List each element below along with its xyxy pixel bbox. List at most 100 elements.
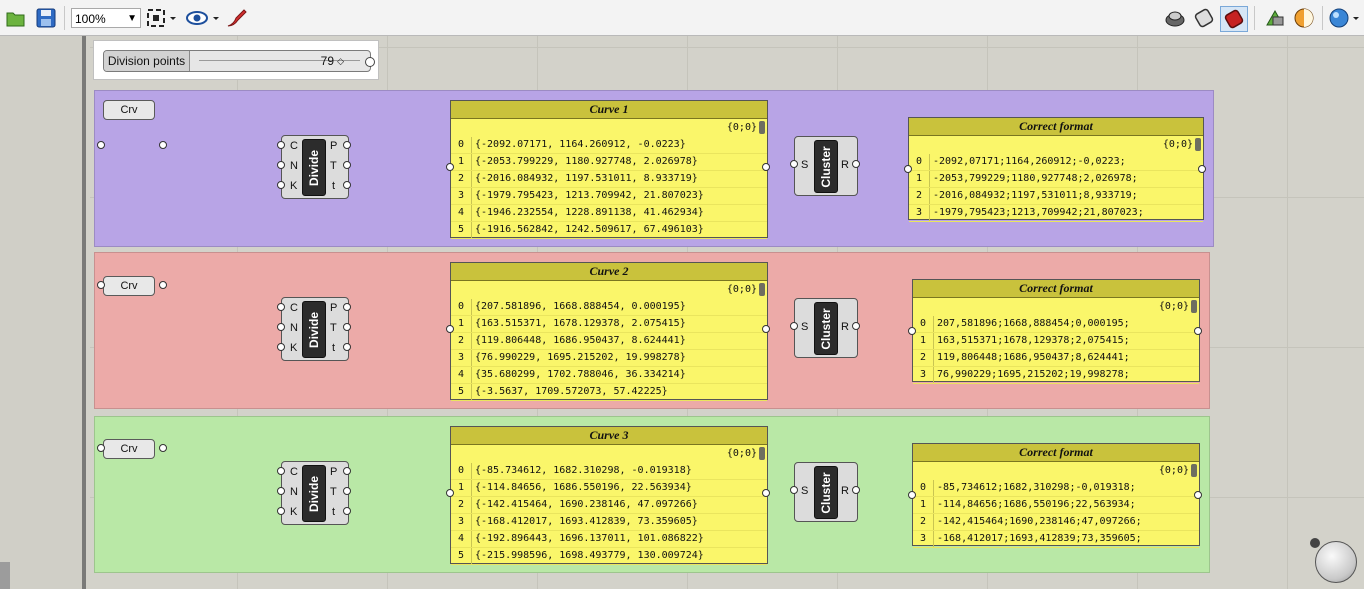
param-grip[interactable] xyxy=(446,325,454,333)
navigation-orb-icon[interactable] xyxy=(1310,538,1357,583)
input-n[interactable]: N xyxy=(290,160,298,172)
panel-scrollbar[interactable] xyxy=(759,447,765,460)
param-grip[interactable] xyxy=(343,343,351,351)
slider-track[interactable] xyxy=(199,60,360,62)
output-t-upper[interactable]: T xyxy=(330,160,337,172)
param-grip[interactable] xyxy=(908,491,916,499)
zoom-select[interactable]: 100% ▼ xyxy=(71,8,141,28)
param-grip[interactable] xyxy=(159,444,167,452)
input-s[interactable]: S xyxy=(801,159,809,171)
panel-scrollbar[interactable] xyxy=(1191,300,1197,313)
division-points-slider[interactable]: Division points 79 ◇ xyxy=(103,50,375,72)
slider-grip[interactable]: ◇ xyxy=(337,56,344,66)
format-panel[interactable]: Correct format {0;0} 0-85,734612;1682,31… xyxy=(912,443,1200,548)
bake-icon[interactable] xyxy=(1263,6,1287,30)
param-grip[interactable] xyxy=(277,161,285,169)
param-grip[interactable] xyxy=(446,163,454,171)
input-c[interactable]: C xyxy=(290,466,298,478)
cluster-component[interactable]: S Cluster R xyxy=(794,462,858,522)
sketch-pen-icon[interactable] xyxy=(224,6,250,30)
param-grip[interactable] xyxy=(277,323,285,331)
output-r[interactable]: R xyxy=(841,321,849,333)
output-p[interactable]: P xyxy=(330,466,338,478)
input-c[interactable]: C xyxy=(290,140,298,152)
preview-eye-icon[interactable] xyxy=(184,6,222,30)
preview-selected-icon[interactable] xyxy=(1220,6,1248,32)
input-n[interactable]: N xyxy=(290,486,298,498)
param-grip[interactable] xyxy=(343,507,351,515)
param-grip[interactable] xyxy=(904,165,912,173)
panel-scrollbar[interactable] xyxy=(1191,464,1197,477)
canvas[interactable]: Division points 79 ◇ Crv C N K Divide P … xyxy=(90,36,1364,589)
param-grip[interactable] xyxy=(277,507,285,515)
param-grip[interactable] xyxy=(97,444,105,452)
param-grip[interactable] xyxy=(852,486,860,494)
input-k[interactable]: K xyxy=(290,342,298,354)
param-grip[interactable] xyxy=(790,160,798,168)
param-grip[interactable] xyxy=(1198,165,1206,173)
curve-panel[interactable]: Curve 3 {0;0} 0{-85.734612, 1682.310298,… xyxy=(450,426,768,565)
param-grip[interactable] xyxy=(159,281,167,289)
input-c[interactable]: C xyxy=(290,302,298,314)
display-sphere-icon[interactable] xyxy=(1327,6,1361,30)
param-grip[interactable] xyxy=(159,141,167,149)
save-file-icon[interactable] xyxy=(34,6,58,30)
preview-wireframe-icon[interactable] xyxy=(1163,6,1187,30)
preview-mesh-icon[interactable] xyxy=(1292,6,1316,30)
param-grip[interactable] xyxy=(343,467,351,475)
divide-component[interactable]: C N K Divide P T t xyxy=(281,297,349,361)
param-grip[interactable] xyxy=(762,489,770,497)
output-r[interactable]: R xyxy=(841,159,849,171)
format-panel[interactable]: Correct format {0;0} 0-2092,07171;1164,2… xyxy=(908,117,1204,222)
param-grip[interactable] xyxy=(343,181,351,189)
param-grip[interactable] xyxy=(762,163,770,171)
param-grip[interactable] xyxy=(343,161,351,169)
divide-component[interactable]: C N K Divide P T t xyxy=(281,135,349,199)
crv-param[interactable]: Crv xyxy=(103,439,155,459)
output-t-upper[interactable]: T xyxy=(330,486,337,498)
output-t-lower[interactable]: t xyxy=(332,342,336,354)
param-grip[interactable] xyxy=(97,141,105,149)
param-grip[interactable] xyxy=(1194,491,1202,499)
panel-scrollbar[interactable] xyxy=(759,121,765,134)
param-grip[interactable] xyxy=(343,487,351,495)
scrollbar[interactable] xyxy=(0,562,10,589)
param-grip[interactable] xyxy=(343,323,351,331)
curve-panel[interactable]: Curve 1 {0;0} 0{-2092.07171, 1164.260912… xyxy=(450,100,768,239)
param-grip[interactable] xyxy=(343,141,351,149)
input-k[interactable]: K xyxy=(290,180,298,192)
param-grip[interactable] xyxy=(908,327,916,335)
param-grip[interactable] xyxy=(277,141,285,149)
preview-shaded-icon[interactable] xyxy=(1192,6,1216,30)
input-s[interactable]: S xyxy=(801,485,809,497)
input-s[interactable]: S xyxy=(801,321,809,333)
panel-scrollbar[interactable] xyxy=(1195,138,1201,151)
param-grip[interactable] xyxy=(852,322,860,330)
param-grip[interactable] xyxy=(343,303,351,311)
panel-scrollbar[interactable] xyxy=(759,283,765,296)
output-t-lower[interactable]: t xyxy=(332,180,336,192)
param-grip[interactable] xyxy=(1194,327,1202,335)
param-grip[interactable] xyxy=(277,181,285,189)
output-r[interactable]: R xyxy=(841,485,849,497)
open-file-icon[interactable] xyxy=(4,6,28,30)
slider-output-grip[interactable] xyxy=(365,57,375,67)
param-grip[interactable] xyxy=(852,160,860,168)
output-t-lower[interactable]: t xyxy=(332,506,336,518)
output-p[interactable]: P xyxy=(330,302,338,314)
cluster-component[interactable]: S Cluster R xyxy=(794,136,858,196)
param-grip[interactable] xyxy=(762,325,770,333)
zoom-extents-icon[interactable] xyxy=(145,6,179,30)
param-grip[interactable] xyxy=(277,487,285,495)
param-grip[interactable] xyxy=(446,489,454,497)
cluster-component[interactable]: S Cluster R xyxy=(794,298,858,358)
param-grip[interactable] xyxy=(97,281,105,289)
param-grip[interactable] xyxy=(277,303,285,311)
divide-component[interactable]: C N K Divide P T t xyxy=(281,461,349,525)
input-k[interactable]: K xyxy=(290,506,298,518)
output-t-upper[interactable]: T xyxy=(330,322,337,334)
input-n[interactable]: N xyxy=(290,322,298,334)
crv-param[interactable]: Crv xyxy=(103,100,155,120)
crv-param[interactable]: Crv xyxy=(103,276,155,296)
